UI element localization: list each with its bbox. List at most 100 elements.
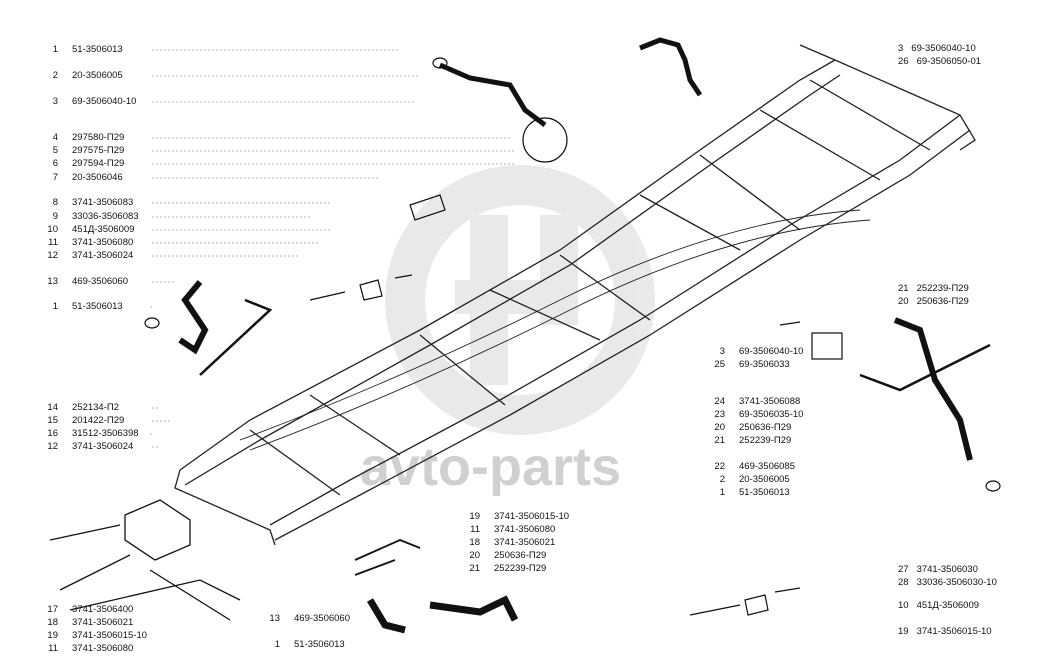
callout-right_mid3-0: 24 3741-3506088 [707,396,800,407]
callout-part-code: 252239-П29 [916,283,969,294]
callout-right_top-1: 26 69-3506050-01 [898,56,981,67]
callout-number: 7 [52,172,58,183]
callout-number: 1 [274,639,280,650]
callout-left_top-1: 2 20-3506005 [40,70,123,81]
callout-number: 12 [47,250,58,261]
callout-number: 2 [52,70,58,81]
callout-part-code: 252239-П29 [739,435,792,446]
callout-part-code: 250636-П29 [916,296,969,307]
callout-part-code: 252134-П2 [72,402,119,413]
callout-number: 4 [52,132,58,143]
callout-number: 5 [52,145,58,156]
callout-number: 28 [898,577,909,588]
callout-part-code: 51-3506013 [72,301,123,312]
callout-number: 11 [470,524,480,535]
callout-number: 3 [719,346,725,357]
callout-number: 18 [47,617,58,628]
callout-number: 6 [52,158,58,169]
callout-part-code: 3741-3506015-10 [494,511,570,522]
callout-part-code: 20-3506005 [72,70,123,81]
callout-number: 19 [469,511,480,522]
callout-number: 27 [898,564,909,575]
watermark-text: avto-parts [360,437,621,497]
callout-number: 25 [714,359,725,370]
callout-right_top-0: 3 69-3506040-10 [898,43,976,54]
callout-number: 24 [714,396,725,407]
callout-left_top-7: 8 3741-3506083 [40,197,134,208]
callout-left_mid-1: 15 201422-П29 [40,415,124,426]
callout-number: 11 [48,643,58,654]
callout-right_bottom-0: 27 3741-3506030 [898,564,978,575]
callout-part-code: 3741-3506088 [739,396,801,407]
callout-part-code: 469-3506060 [294,613,350,624]
frame [174,44,976,546]
callout-number: 3 [898,43,904,54]
callout-part-code: 33036-3506030-10 [916,577,997,588]
callout-part-code: 3741-3506080 [72,237,134,248]
callout-number: 9 [52,211,58,222]
callout-number: 23 [714,409,725,420]
callout-left_top-10: 11 3741-3506080 [40,237,133,248]
callout-right_bottom-1: 28 33036-3506030-10 [898,577,997,588]
callout-left_top-6: 7 20-3506046 [40,172,123,183]
callout-number: 11 [48,237,58,248]
callout-part-code: 69-3506040-10 [911,43,976,54]
callout-number: 19 [47,630,58,641]
callout-part-code: 297575-П29 [72,145,125,156]
callout-right_mid2-1: 25 69-3506033 [707,359,790,370]
callout-part-code: 31512-3506398 [72,428,139,439]
callout-number: 26 [898,56,909,67]
callout-part-code: 69-3506040-10 [72,96,137,107]
callout-right_mid1-1: 20 250636-П29 [898,296,969,307]
bolt-parts [309,194,801,616]
callout-part-code: 51-3506013 [739,487,790,498]
callout-part-code: 69-3506050-01 [916,56,982,67]
callout-number: 12 [47,441,58,452]
callout-right_mid3-3: 21 252239-П29 [707,435,791,446]
callout-part-code: 51-3506013 [294,639,345,650]
callout-left_top-2: 3 69-3506040-10 [40,96,137,107]
callout-part-code: 451Д-3506009 [916,600,980,611]
callout-part-code: 3741-3506015-10 [72,630,148,641]
callout-part-code: 3741-3506021 [494,537,556,548]
callout-part-code: 201422-П29 [72,415,125,426]
callout-center_bottom2-0: 13 469-3506060 [262,613,350,624]
callout-number: 3 [52,96,58,107]
callout-number: 15 [47,415,58,426]
callout-part-code: 3741-3506083 [72,197,134,208]
watermark-logo [385,165,655,435]
callout-part-code: 3741-3506030 [916,564,978,575]
callout-part-code: 3741-3506015-10 [916,626,992,637]
callout-number: 22 [714,461,725,472]
callout-number: 20 [898,296,909,307]
callout-part-code: 20-3506046 [72,172,123,183]
hose-bottom [354,539,519,634]
callout-center_bottom2-1: 1 51-3506013 [262,639,345,650]
callout-part-code: 3741-3506024 [72,250,134,261]
callout-number: 13 [269,613,280,624]
callout-part-code: 451Д-3506009 [72,224,135,235]
callout-part-code: 69-3506033 [739,359,790,370]
callout-number: 8 [52,197,58,208]
callout-part-code: 3741-3506021 [72,617,134,628]
callout-number: 21 [714,435,725,446]
callout-number: 21 [469,563,480,574]
